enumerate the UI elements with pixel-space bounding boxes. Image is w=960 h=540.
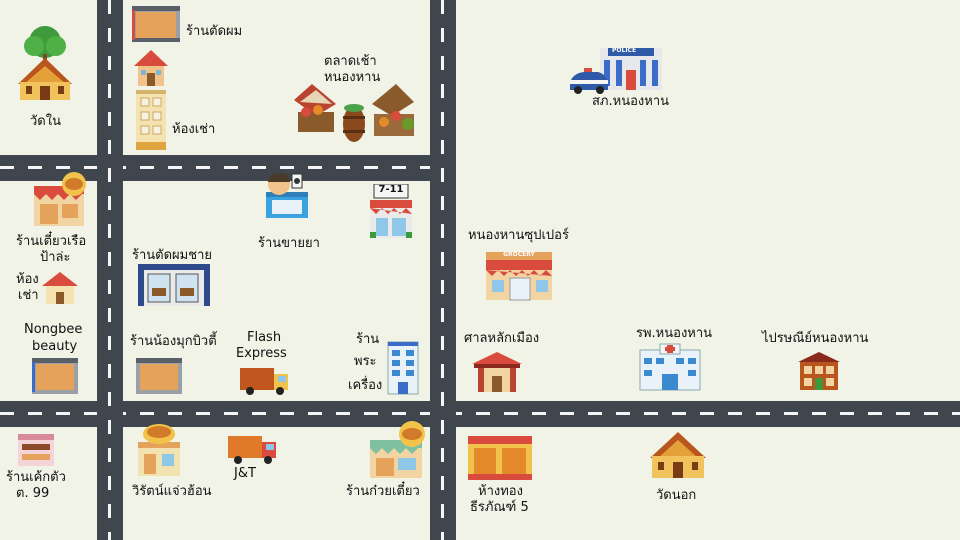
small-house-icon[interactable] — [40, 270, 80, 306]
amulet-label-line3: เครื่อง — [348, 378, 383, 393]
market-stall-icon[interactable] — [292, 80, 422, 146]
road-east — [430, 0, 456, 540]
boat-noodle-label-line2: ป้าล่ะ — [40, 250, 71, 265]
police-sign: POLICE — [612, 47, 637, 54]
post-office-icon[interactable] — [796, 350, 842, 392]
pharmacy-icon[interactable] — [262, 170, 312, 220]
police-station-icon[interactable]: POLICE — [568, 46, 664, 96]
bakery-icon[interactable] — [16, 432, 56, 468]
wiset-label: วิรัตน์แจ่วฮ้อน — [132, 484, 212, 499]
nongbee-label-line2: beauty — [32, 339, 78, 354]
rooms2-label-line1: ห้อง — [16, 272, 39, 287]
road-west — [97, 0, 123, 540]
supermarket-icon[interactable]: GROCERY — [484, 250, 554, 302]
gold-shop-label-line2: ธีรภัณฑ์ 5 — [470, 500, 529, 515]
gold-shop-label-line1: ห้างทอง — [478, 484, 523, 499]
market-label-line1: ตลาดเช้า — [324, 54, 377, 69]
apartment-building-icon[interactable] — [134, 88, 168, 152]
post-office-label: ไปรษณีย์หนองหาน — [762, 331, 869, 346]
barber-shop-icon[interactable] — [130, 4, 182, 44]
bakery-label-line2: ต. 99 — [16, 486, 50, 501]
mens-barber-icon[interactable] — [136, 262, 212, 308]
wat-nok-label: วัดนอก — [656, 488, 697, 503]
supermarket-label: หนองหานซุปเปอร์ — [468, 228, 569, 243]
beauty-shop-nongbee-icon[interactable] — [30, 356, 80, 396]
amulet-label-line2: พระ — [354, 354, 377, 369]
boat-noodle-shop-icon[interactable] — [32, 172, 90, 228]
market-label-line2: หนองหาน — [324, 70, 381, 85]
rooms2-label-line2: เช่า — [18, 288, 39, 303]
shrine-label: ศาลหลักเมือง — [464, 331, 540, 346]
hospital-label: รพ.หนองหาน — [636, 326, 713, 341]
mens-barber-label: ร้านตัดผมชาย — [132, 248, 212, 263]
city-pillar-shrine-icon[interactable] — [470, 350, 524, 394]
hospital-icon[interactable] — [638, 342, 702, 392]
boat-noodle-label-line1: ร้านเตี๋ยวเรือ — [16, 234, 87, 249]
wat-nok-temple-icon[interactable] — [646, 430, 710, 482]
noodle-shop-icon[interactable] — [368, 420, 428, 480]
grocery-sign: GROCERY — [503, 251, 535, 258]
beauty-shop-icon[interactable] — [134, 356, 184, 396]
beauty-shop-label: ร้านน้องมุกบิวตี้ — [130, 334, 217, 349]
wiset-restaurant-icon[interactable] — [134, 420, 184, 478]
gold-shop-icon[interactable] — [466, 434, 534, 482]
noodle-shop-label: ร้านก๋วยเตี๋ยว — [346, 484, 420, 499]
jt-delivery-truck-icon[interactable] — [226, 432, 280, 466]
police-label: สภ.หนองหาน — [592, 94, 670, 109]
barber-label: ร้านตัดผม — [186, 24, 243, 39]
wat-nai-temple-icon[interactable] — [14, 24, 76, 104]
bakery-label-line1: ร้านเค้กตัว — [6, 470, 66, 485]
house-icon[interactable] — [132, 48, 170, 88]
seven-eleven-logo: 7-11 — [378, 184, 404, 195]
nongbee-label-line1: Nongbee — [24, 322, 83, 337]
jt-label: J&T — [234, 466, 256, 481]
flash-delivery-truck-icon[interactable] — [238, 364, 292, 396]
amulet-shop-building-icon[interactable] — [386, 340, 420, 396]
flash-label-line1: Flash — [247, 330, 282, 345]
flash-label-line2: Express — [236, 346, 287, 361]
road-south — [0, 401, 960, 427]
wat-nai-label: วัดใน — [30, 114, 61, 129]
seven-eleven-store-icon[interactable]: 7-11 — [366, 184, 416, 240]
amulet-label-line1: ร้าน — [356, 332, 380, 347]
pharmacy-label: ร้านขายยา — [258, 236, 320, 251]
rooms1-label: ห้องเช่า — [172, 122, 216, 137]
